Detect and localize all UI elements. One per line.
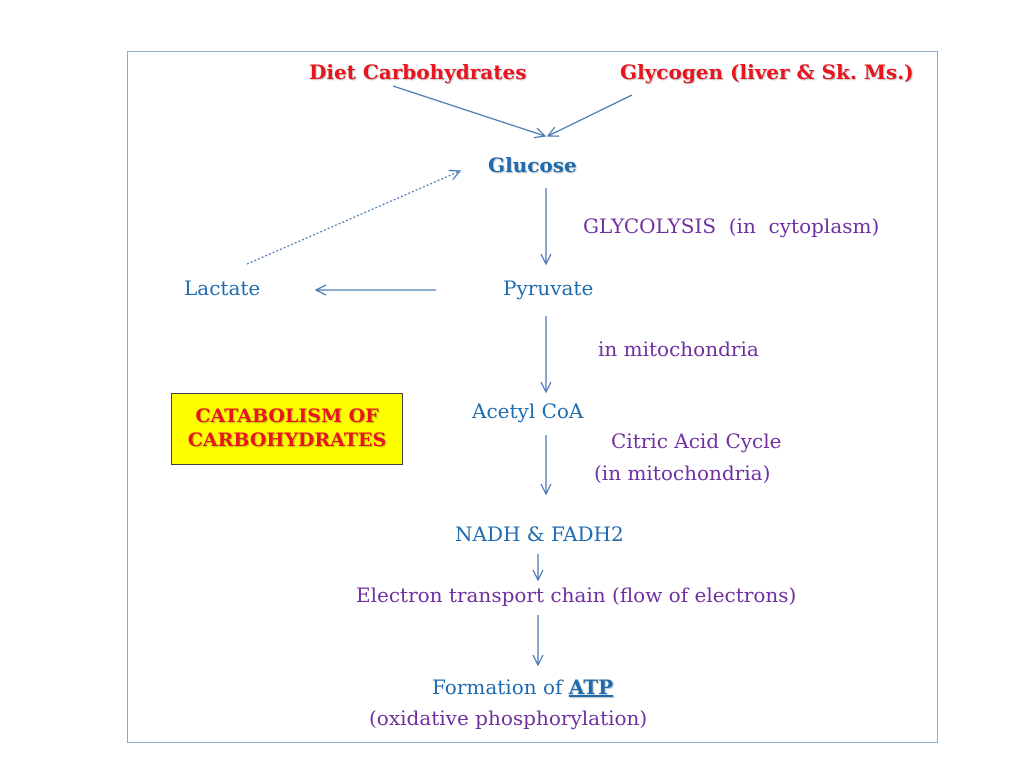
node-acetyl-coa: Acetyl CoA [472,399,584,423]
label-citric-acid-cycle-location: (in mitochondria) [594,461,771,485]
label-citric-acid-cycle: Citric Acid Cycle [611,429,782,453]
formation-of-text: Formation of [432,675,563,699]
catabolism-title-box: CATABOLISM OF CARBOHYDRATES [171,393,403,465]
node-nadh-fadh2: NADH & FADH2 [455,522,624,546]
catabolism-title-line2: CARBOHYDRATES [187,429,387,451]
node-glucose: Glucose [488,153,577,177]
label-in-mitochondria: in mitochondria [598,337,759,361]
diagram-frame [127,51,938,743]
node-lactate: Lactate [184,276,261,300]
node-oxidative-phosphorylation: (oxidative phosphorylation) [369,706,648,730]
node-formation-of-atp: Formation of ATP [432,677,613,697]
catabolism-title-line1: CATABOLISM OF [195,405,379,428]
node-diet-carbohydrates: Diet Carbohydrates [309,60,527,84]
label-glycolysis: GLYCOLYSIS (in cytoplasm) [583,214,880,238]
atp-text: ATP [568,675,614,699]
node-glycogen: Glycogen (liver & Sk. Ms.) [620,60,914,84]
arrow-glycogen-to-glucose [548,94,633,136]
node-pyruvate: Pyruvate [503,276,594,300]
arrow-lactate-to-glucose [246,171,460,265]
arrow-diet-to-glucose [392,85,545,136]
node-electron-transport-chain: Electron transport chain (flow of electr… [356,583,797,607]
